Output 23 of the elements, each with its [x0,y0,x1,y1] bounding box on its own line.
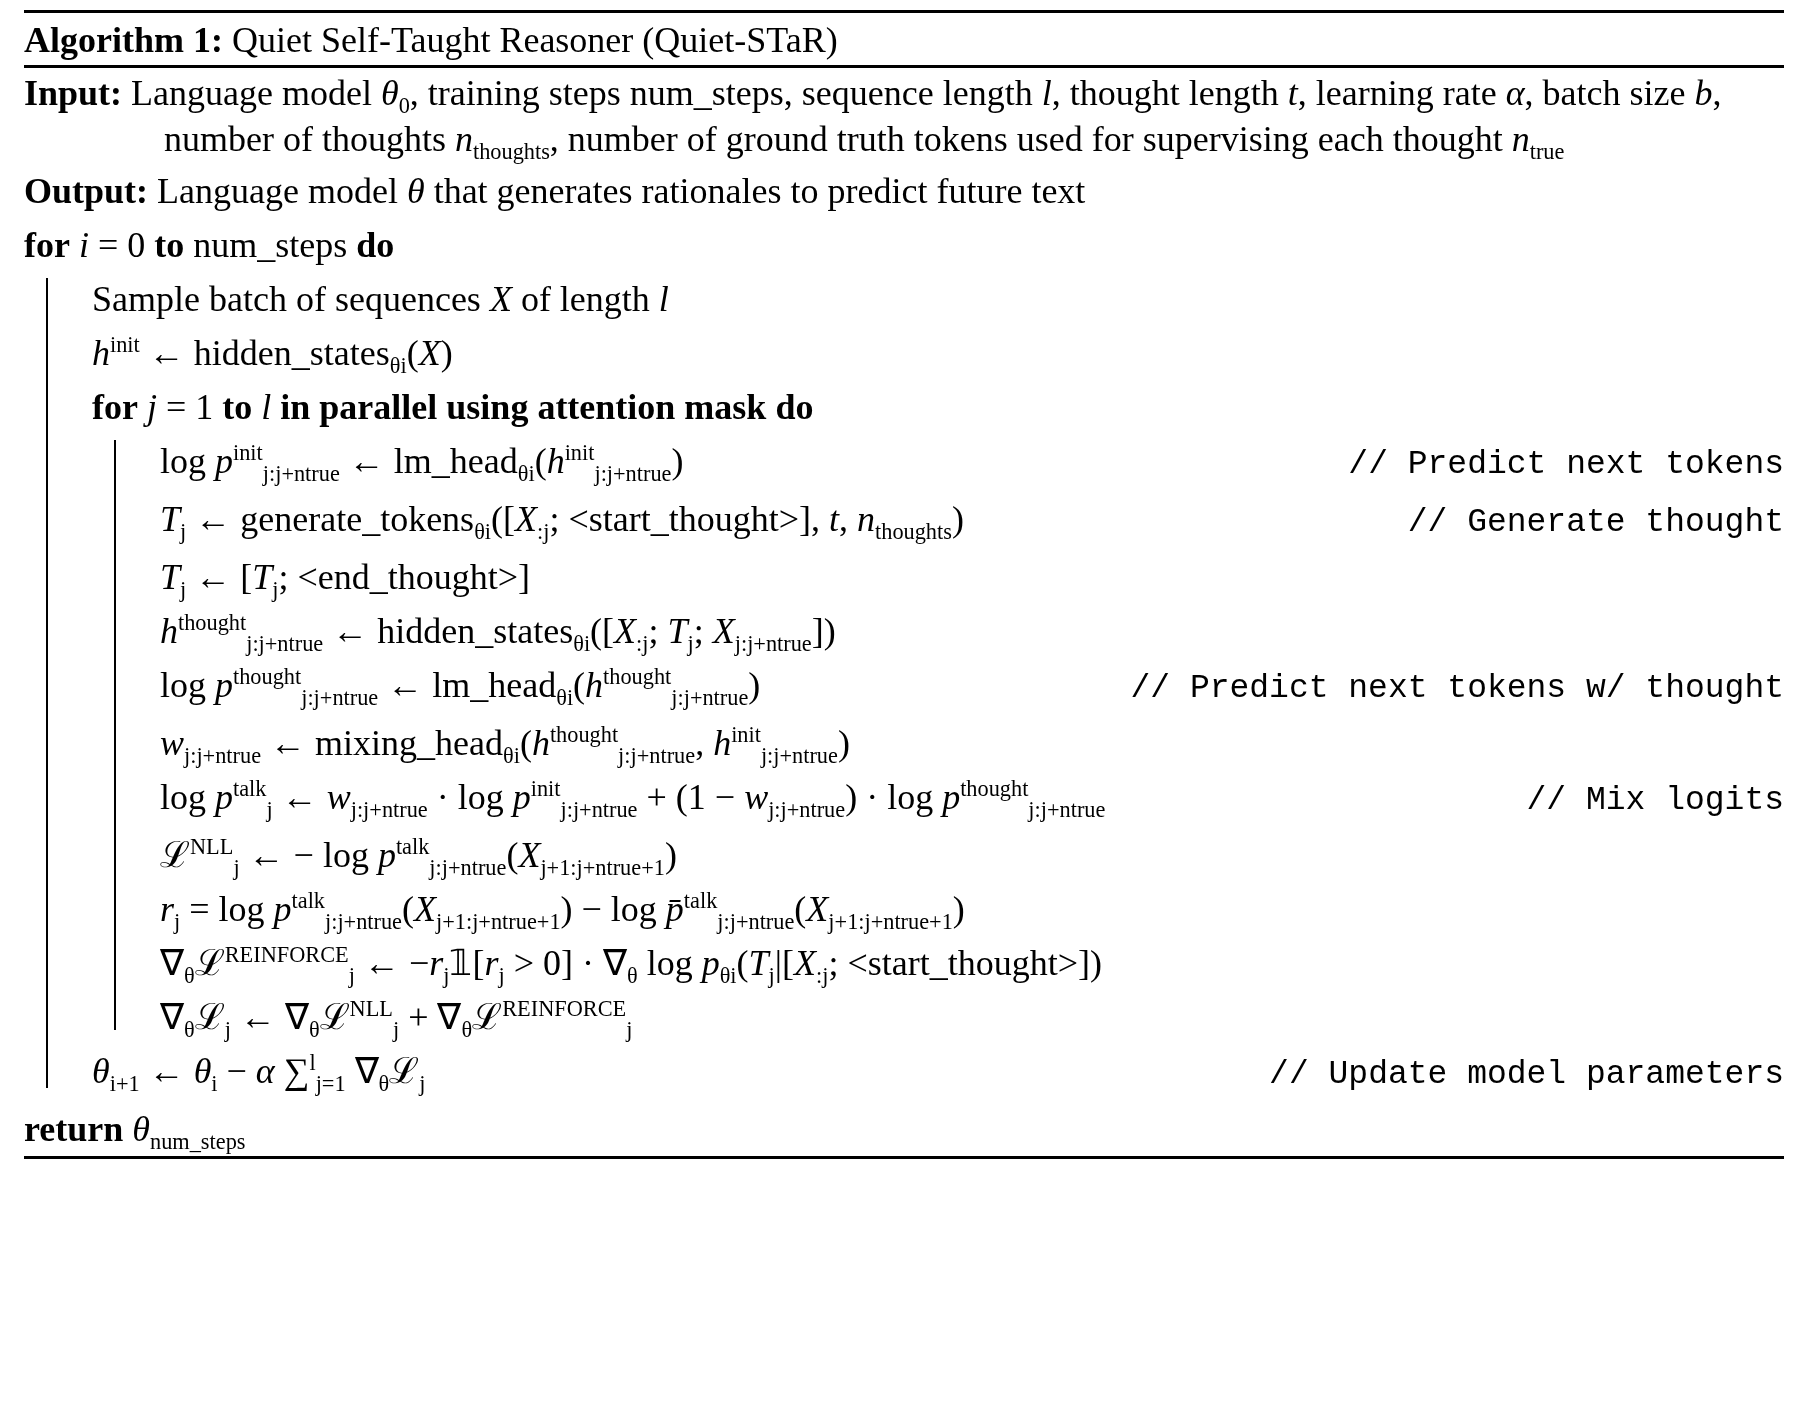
code-comment: // Generate thought [1407,503,1784,543]
code-line: log p$^{init}$$_{j:j+ntrue}$ ← lm_head$_{θi}$(h$^{init}$$_{j:j+ntrue}$) [160,439,685,488]
algorithm-title: Algorithm 1: Quiet Self-Taught Reasoner (Quiet-STaR) [24,19,839,62]
code-line: w$_{j:j+ntrue}$ ← mixing_head$_{θi}$(h$^{thought}$$_{j:j+ntrue}$, h$^{init}$$_{j:j+ntrue}$) [160,721,851,770]
code-line: Output: Language model θ that generates rationales to predict future text [24,170,1087,213]
code-line: T$_{j}$ ← [T$_{j}$; <end_thought>] [160,556,532,604]
code-line: θ$_{i+1}$ ← θ$_{i}$ − α ∑$^{l}$$_{j=1}$ ∇$_{θ}$ℒ$_{j}$ [92,1049,427,1098]
code-comment: // Mix logits [1526,781,1784,821]
code-line: log p$^{thought}$$_{j:j+ntrue}$ ← lm_head$_{θi}$(h$^{thought}$$_{j:j+ntrue}$) [160,663,762,712]
code-line: for j = 1 to l in parallel using attention mask do [92,386,815,429]
code-comment: // Predict next tokens [1348,445,1784,485]
code-line: ∇$_{θ}$ℒ$^{REINFORCE}$$_{j}$ ← −r$_{j}$𝟙[r$_{j}$ > 0] · ∇$_{θ}$ log p$_{θi}$(T$_{j}$|[X$_{:j}$; <start_thought>]) [160,941,1103,990]
code-comment: // Predict next tokens w/ thought [1130,669,1784,709]
code-line: for i = 0 to num_steps do [24,224,396,267]
code-line: ℒ$^{NLL}$$_{j}$ ← − log p$^{talk}$$_{j:j+ntrue}$(X$_{j+1:j+ntrue+1}$) [160,833,678,882]
code-line: return θ$_{num_steps}$ [24,1108,247,1156]
code-line: Sample batch of sequences X of length l [92,278,670,321]
code-line: r$_{j}$ = log p$^{talk}$$_{j:j+ntrue}$(X$_{j+1:j+ntrue+1}$) − log p̄$^{talk}$$_{j:j+ntrue}$(X$_{j+1:j+ntrue+1}$) [160,887,966,936]
code-comment: // Update model parameters [1269,1055,1784,1095]
code-line: h$^{init}$ ← hidden_states$_{θi}$(X) [92,331,454,380]
code-line: h$^{thought}$$_{j:j+ntrue}$ ← hidden_states$_{θi}$([X$_{:j}$; T$_{j}$; X$_{j:j+ntrue}$]) [160,609,837,658]
code-line: T$_{j}$ ← generate_tokens$_{θi}$([X$_{:j}$; <start_thought>], t, n$_{thoughts}$) [160,498,965,546]
input-description: Input: Language model θ$_{0}$, training steps num_steps, sequence length l, thought length t, learning rate α, batch size b, number of thoughts n$_{thoughts}$, number of ground truth tokens used for supervising each thought n$_{true}$ [24,72,1723,164]
